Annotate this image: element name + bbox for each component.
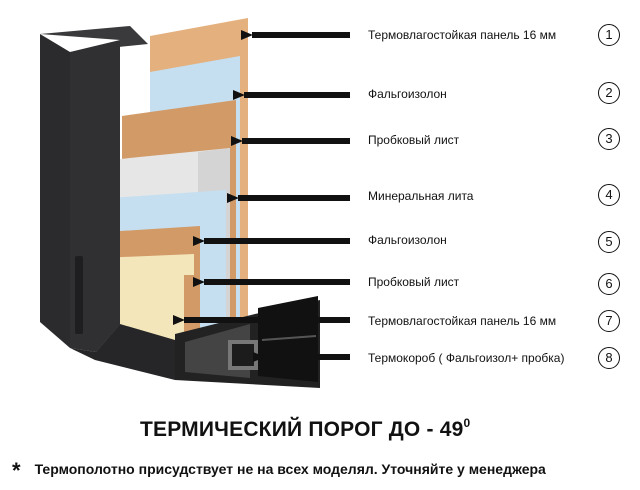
layer-stack (100, 18, 248, 340)
layer-label-2: Фальгоизолон (368, 87, 447, 101)
heading-text: ТЕРМИЧЕСКИЙ ПОРОГ ДО - 49 (140, 418, 464, 441)
layer-number-4: 4 (598, 184, 620, 206)
footnote-marker: * (12, 458, 21, 483)
layer-number-5: 5 (598, 231, 620, 253)
layer-label-7: Термовлагостойкая панель 16 мм (368, 314, 557, 328)
layer-number-7: 7 (598, 310, 620, 332)
layer-number-6: 6 (598, 273, 620, 295)
layer-number-2: 2 (598, 82, 620, 104)
layer-label-1: Термовлагостойкая панель 16 мм (368, 28, 557, 42)
layer-number-8: 8 (598, 347, 620, 369)
heading-degree: 0 (463, 416, 471, 430)
layer-label-4: Минеральная лита (368, 189, 474, 203)
layer-label-6: Пробковый лист (368, 275, 460, 289)
layer-label-8: Термокороб ( Фальгоизол+ пробка) (368, 351, 565, 365)
layer-label-3: Пробковый лист (368, 133, 460, 147)
layer-7-panel (100, 254, 194, 340)
frame-bottom (70, 324, 175, 380)
layer-label-5: Фальгоизолон (368, 233, 447, 247)
steel-frame (40, 26, 175, 380)
hinge (75, 256, 83, 334)
layer-number-1: 1 (598, 24, 620, 46)
frame-outer-profile (40, 34, 70, 348)
callout-arrows (173, 30, 350, 362)
footnote-text: Термополотно присудствует не на всех мод… (34, 461, 546, 477)
heading: ТЕРМИЧЕСКИЙ ПОРОГ ДО - 490 (140, 416, 470, 442)
footnote: * Термополотно присудствует не на всех мо… (12, 458, 546, 484)
layer-number-3: 3 (598, 128, 620, 150)
